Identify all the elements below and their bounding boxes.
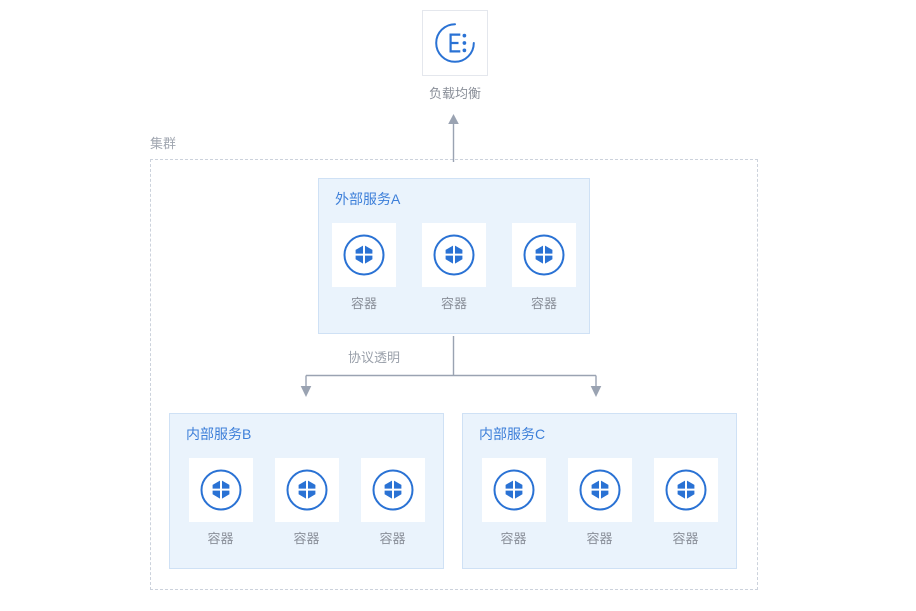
container-node[interactable]: 容器 — [188, 458, 253, 547]
container-icon — [579, 469, 620, 511]
container-node[interactable]: 容器 — [422, 223, 486, 312]
load-balancer-label: 负载均衡 — [428, 86, 481, 101]
load-balancer-icon — [435, 23, 475, 63]
service-box-external-service-a[interactable]: 外部服务A 容器 — [318, 178, 590, 334]
container-icon — [200, 469, 241, 511]
container-label: 容器 — [293, 531, 320, 546]
container-label: 容器 — [440, 296, 467, 311]
container-label: 容器 — [586, 531, 613, 546]
container-row: 容器 容器 — [170, 458, 443, 547]
container-icon — [493, 469, 534, 511]
container-node[interactable]: 容器 — [332, 223, 396, 312]
load-balancer-tile — [422, 10, 488, 76]
load-balancer-node[interactable]: 负载均衡 — [422, 10, 488, 102]
container-icon — [343, 234, 385, 276]
container-tile — [332, 223, 396, 287]
container-tile — [274, 458, 339, 522]
container-node[interactable]: 容器 — [360, 458, 425, 547]
container-label: 容器 — [350, 296, 377, 311]
container-tile — [481, 458, 546, 522]
container-icon — [665, 469, 706, 511]
container-icon — [286, 469, 327, 511]
container-icon — [372, 469, 413, 511]
edge-label-protocol-transparent: 协议透明 — [348, 350, 401, 365]
container-label: 容器 — [379, 531, 406, 546]
container-tile — [360, 458, 425, 522]
container-node[interactable]: 容器 — [512, 223, 576, 312]
arrowhead-up — [448, 114, 459, 124]
container-node[interactable]: 容器 — [653, 458, 718, 547]
container-tile — [512, 223, 576, 287]
container-node[interactable]: 容器 — [481, 458, 546, 547]
service-box-internal-service-b[interactable]: 内部服务B 容器 — [169, 413, 444, 569]
service-box-internal-service-c[interactable]: 内部服务C 容器 — [462, 413, 737, 569]
service-title: 外部服务A — [335, 191, 401, 207]
container-label: 容器 — [500, 531, 527, 546]
container-tile — [188, 458, 253, 522]
container-row: 容器 容器 — [463, 458, 736, 547]
container-label: 容器 — [207, 531, 234, 546]
container-label: 容器 — [530, 296, 557, 311]
container-tile — [422, 223, 486, 287]
cluster-label: 集群 — [150, 136, 177, 151]
container-label: 容器 — [672, 531, 699, 546]
container-node[interactable]: 容器 — [567, 458, 632, 547]
container-row: 容器 容器 — [319, 223, 589, 312]
container-icon — [433, 234, 475, 276]
container-icon — [523, 234, 565, 276]
container-tile — [567, 458, 632, 522]
container-node[interactable]: 容器 — [274, 458, 339, 547]
service-title: 内部服务C — [479, 426, 546, 442]
container-tile — [653, 458, 718, 522]
service-title: 内部服务B — [186, 426, 252, 442]
